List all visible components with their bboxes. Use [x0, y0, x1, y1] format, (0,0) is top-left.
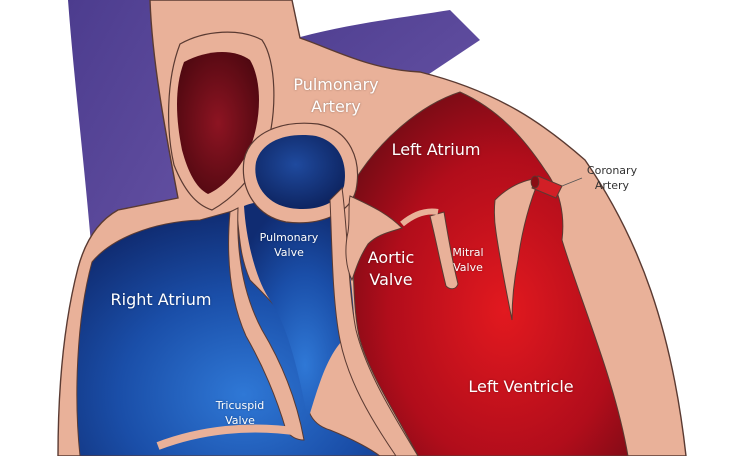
coronary-artery-vessel — [530, 175, 563, 199]
pulmonary-artery-label: Pulmonary Artery — [293, 75, 379, 116]
coronary-pointer-line — [561, 177, 583, 187]
aortic-valve-label: Aortic Valve — [367, 248, 415, 289]
left-atrium-label: Left Atrium — [391, 140, 481, 159]
mitral-valve-label: Mitral Valve — [452, 246, 484, 274]
pulmonary-valve-label: Pulmonary Valve — [259, 231, 319, 259]
pulmonary-root-lumen — [255, 135, 345, 210]
tricuspid-valve-leaflet — [228, 207, 305, 441]
septum — [329, 186, 419, 456]
aorta-lumen — [177, 51, 259, 194]
mitral-chordae — [400, 208, 439, 227]
right-atrium-floor — [156, 424, 301, 450]
right-atrium-label: Right Atrium — [110, 290, 212, 309]
tricuspid-valve-label: Tricuspid Valve — [215, 399, 265, 427]
mitral-valve-leaflet — [429, 211, 459, 290]
coronary-artery-label: Coronary Artery — [586, 164, 638, 192]
aortic-valve-leaflets — [345, 195, 403, 282]
left-chamber — [352, 91, 629, 456]
pulmonary-outflow — [244, 200, 355, 420]
left-ventricle-label: Left Ventricle — [468, 377, 574, 396]
